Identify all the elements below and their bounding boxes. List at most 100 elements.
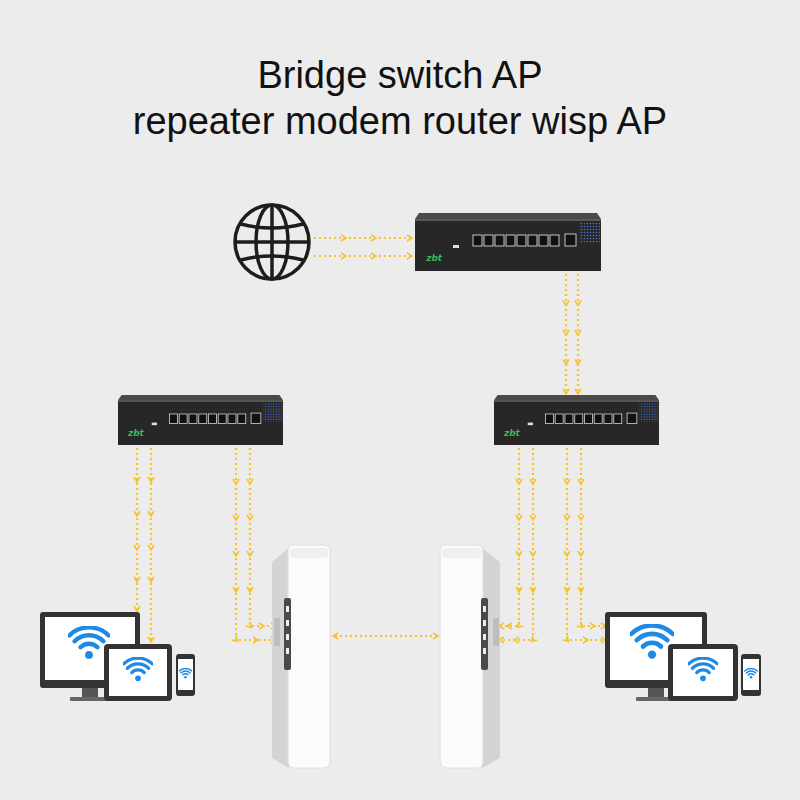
- phone-screen: [743, 659, 759, 690]
- client-devices: [605, 612, 761, 701]
- ethernet-port: [594, 414, 602, 423]
- switch-top: [415, 213, 601, 219]
- led: [286, 620, 289, 626]
- phone-frame: [176, 654, 195, 696]
- tablet-frame: [104, 644, 172, 701]
- wire: [250, 448, 274, 626]
- phone-screen: [178, 659, 193, 690]
- network-switch: zbt: [118, 395, 283, 445]
- ethernet-port: [565, 414, 573, 423]
- title-spacer: [60, 52, 210, 98]
- wifi-icon: [689, 658, 718, 681]
- brand-logo: zbt: [128, 428, 144, 438]
- status-led: [528, 423, 533, 426]
- status-led: [152, 423, 157, 426]
- cpe-cap: [442, 548, 481, 558]
- ethernet-port: [575, 414, 583, 423]
- cable-link: [577, 274, 579, 392]
- ethernet-port: [179, 414, 187, 423]
- switch-front: [415, 219, 601, 271]
- wire: [150, 448, 152, 640]
- led: [286, 648, 289, 654]
- status-led: [453, 245, 459, 248]
- wire: [314, 237, 410, 239]
- dot-pattern: [263, 403, 282, 422]
- ethernet-port: [584, 414, 592, 423]
- led: [483, 648, 486, 654]
- ethernet-port: [189, 414, 197, 423]
- ethernet-port: [169, 414, 177, 423]
- wireless-link: [335, 635, 436, 637]
- led: [483, 606, 486, 612]
- cpe-port: [274, 618, 280, 646]
- globe-parallel: [241, 224, 303, 228]
- ethernet-port: [604, 414, 612, 423]
- client-devices: [40, 612, 195, 701]
- switch-front: [118, 400, 283, 445]
- ethernet-port: [218, 414, 226, 423]
- ethernet-port: [208, 414, 216, 423]
- cable-link: [565, 274, 567, 392]
- monitor-stand: [648, 688, 664, 698]
- led: [286, 634, 289, 640]
- cpe-unit: [272, 545, 330, 768]
- uplink-port: [565, 234, 576, 246]
- tablet-frame: [668, 644, 738, 701]
- wifi-icon: [124, 658, 153, 681]
- cpe-front: [440, 545, 483, 768]
- dot-pattern: [639, 403, 658, 422]
- switch-body: [415, 213, 601, 271]
- monitor-stand: [82, 688, 98, 698]
- phone-frame: [741, 654, 761, 696]
- uplink-port: [627, 413, 637, 423]
- switch-front: [494, 400, 659, 445]
- ethernet-port: [228, 414, 236, 423]
- ethernet-port: [528, 235, 537, 246]
- title-spacer: [590, 52, 740, 98]
- wifi-icon: [745, 668, 758, 678]
- cpe-unit: [440, 545, 500, 768]
- led-strip: [481, 598, 488, 670]
- title-block: Bridge switch AP repeater modem router w…: [60, 52, 740, 144]
- switch-edge: [118, 400, 283, 402]
- wire: [136, 448, 138, 609]
- led: [286, 606, 289, 612]
- ethernet-port: [545, 414, 553, 423]
- led: [483, 620, 486, 626]
- switch-edge: [494, 400, 659, 402]
- brand-logo: zbt: [504, 428, 520, 438]
- tablet-screen: [673, 649, 733, 696]
- switch-edge: [415, 219, 601, 221]
- wifi-icon: [631, 625, 672, 658]
- wire: [501, 448, 533, 640]
- cpe-front: [288, 545, 330, 768]
- ethernet-port: [495, 235, 504, 246]
- wire: [501, 448, 519, 626]
- ethernet-port: [238, 414, 246, 423]
- ethernet-port: [614, 414, 622, 423]
- globe-outline: [235, 205, 309, 279]
- dot-pattern: [579, 222, 600, 244]
- wire: [567, 448, 604, 640]
- wire: [236, 448, 274, 640]
- network-switch: zbt: [415, 213, 601, 271]
- brand-logo: zbt: [426, 253, 442, 263]
- cpe-cap: [290, 548, 328, 558]
- wire: [581, 448, 604, 626]
- ethernet-port: [539, 235, 548, 246]
- ethernet-port: [484, 235, 493, 246]
- ethernet-port: [555, 414, 563, 423]
- wire: [314, 255, 410, 257]
- cpe-side: [482, 548, 500, 768]
- globe-parallel: [241, 256, 303, 260]
- ethernet-port: [550, 235, 559, 246]
- switch-top: [118, 395, 283, 400]
- led: [483, 634, 486, 640]
- globe-parallel: [235, 240, 309, 244]
- uplink-port: [251, 413, 261, 423]
- title-text: Bridge switch AP repeater modem router w…: [133, 54, 667, 142]
- ethernet-port: [473, 235, 482, 246]
- ethernet-port: [517, 235, 526, 246]
- ethernet-port: [199, 414, 207, 423]
